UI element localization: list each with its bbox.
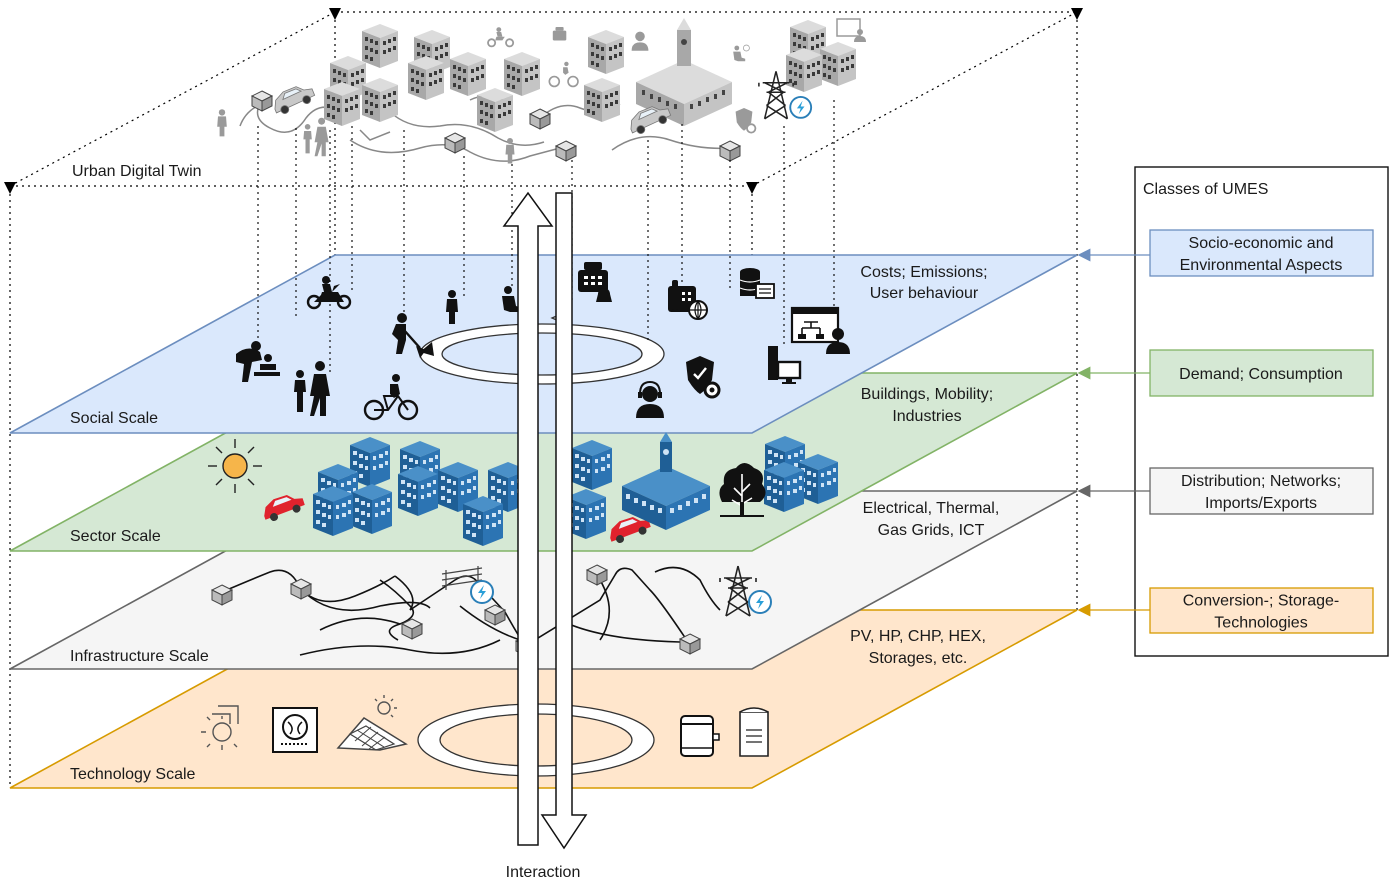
family-icon [303, 117, 329, 157]
class-box [1149, 349, 1374, 397]
building-icon [764, 462, 804, 512]
heat-pump-icon [272, 707, 318, 753]
storage-tank-icon [680, 715, 720, 757]
social-scale-label: Social Scale [70, 410, 158, 427]
person-with-clock-icon [733, 44, 750, 62]
database-icon [739, 268, 775, 299]
building-icon [408, 56, 444, 100]
cyclist-icon [548, 61, 579, 88]
grid-node-icon [211, 584, 233, 606]
class-connector-arrows [1077, 248, 1150, 617]
computer-icon [768, 346, 802, 384]
infrastructure-scale-label: Infrastructure Scale [70, 648, 209, 665]
classes-panel-title: Classes of UMES [1143, 181, 1268, 198]
class-box-label: Technologies [1214, 615, 1307, 632]
twin-connector-lines [257, 100, 835, 374]
class-box-label: Distribution; Networks; [1181, 473, 1341, 490]
person-icon [631, 31, 649, 51]
solar-thermal-icon [201, 705, 239, 750]
class-box [1149, 467, 1374, 515]
class-box-label: Environmental Aspects [1180, 257, 1343, 274]
social-scale-plane [9, 254, 1078, 434]
office-phone-icon [552, 27, 567, 41]
technology-scale-label: Technology Scale [70, 766, 196, 783]
class-box-label: Socio-economic and [1189, 235, 1334, 252]
interaction-label: Interaction [506, 864, 581, 881]
person-icon [217, 109, 227, 137]
building-icon [786, 48, 822, 92]
technology-annotation-line-1: PV, HP, CHP, HEX, [850, 628, 986, 645]
motorcycle-icon [306, 276, 352, 310]
class-box-label: Conversion-; Storage- [1183, 593, 1340, 610]
grid-node-icon [586, 564, 608, 586]
pv-panel-icon [336, 695, 408, 751]
building-icon [324, 82, 360, 126]
building-icon [584, 78, 620, 122]
building-icon [504, 52, 540, 96]
building-icon [450, 52, 486, 96]
twin-roads [239, 95, 731, 162]
social-icons [236, 262, 850, 421]
grid-node-icon [401, 618, 423, 640]
twin-people [217, 18, 866, 164]
shield-gear-icon [686, 356, 721, 399]
infrastructure-annotation-line-1: Electrical, Thermal, [863, 500, 1000, 517]
building-icon [362, 24, 398, 68]
caregiver-baby-icon [236, 341, 280, 382]
town-hall-icon [636, 18, 732, 126]
building-icon [477, 88, 513, 132]
building-icon [398, 466, 438, 516]
cyclist-icon [363, 374, 419, 421]
sun-icon [208, 439, 262, 493]
social-scale-layer [9, 254, 1078, 434]
class-box [1149, 587, 1374, 634]
call-center-agent-icon [636, 380, 664, 418]
building-icon [313, 486, 353, 536]
building-icon [362, 78, 398, 122]
grid-node-icon [484, 604, 506, 626]
twin-buildings [324, 20, 856, 132]
technology-annotation-line-2: Storages, etc. [869, 650, 968, 667]
shield-gear-icon [735, 108, 757, 134]
social-annotation-line-2: User behaviour [870, 285, 979, 302]
presentation-user-icon [836, 18, 866, 42]
interaction-arrow-up [502, 191, 554, 846]
class-box [1149, 229, 1374, 277]
building-icon [572, 440, 612, 490]
building-icon [588, 30, 624, 74]
town-hall-icon [622, 432, 710, 530]
urban-digital-twin-label: Urban Digital Twin [72, 163, 202, 180]
car-icon [269, 80, 318, 118]
class-box-label: Imports/Exports [1205, 495, 1317, 512]
sector-scale-label: Sector Scale [70, 528, 161, 545]
grid-node-icon [290, 578, 312, 600]
building-icon [352, 484, 392, 534]
class-box-label: Demand; Consumption [1179, 366, 1343, 383]
gas-pipe-icon [441, 566, 494, 604]
worker-shovel-icon [392, 313, 426, 358]
interaction-arrow-down [540, 192, 588, 850]
technology-ring [417, 703, 655, 777]
presentation-user-icon [790, 306, 850, 354]
tree-icon [719, 463, 766, 517]
boiler-icon [739, 707, 769, 757]
sector-annotation-line-1: Buildings, Mobility; [861, 386, 994, 403]
family-icon [294, 361, 330, 416]
sector-annotation-line-2: Industries [892, 408, 961, 425]
digital-twin-city [217, 18, 866, 164]
building-icon [820, 42, 856, 86]
building-icon [463, 496, 503, 546]
grid-node-icon [679, 633, 701, 655]
infrastructure-annotation-line-2: Gas Grids, ICT [878, 522, 985, 539]
phone-globe-icon [668, 280, 708, 320]
motorcycle-icon [487, 27, 515, 48]
office-phone-icon [578, 262, 612, 302]
social-annotation-line-1: Costs; Emissions; [860, 264, 987, 281]
